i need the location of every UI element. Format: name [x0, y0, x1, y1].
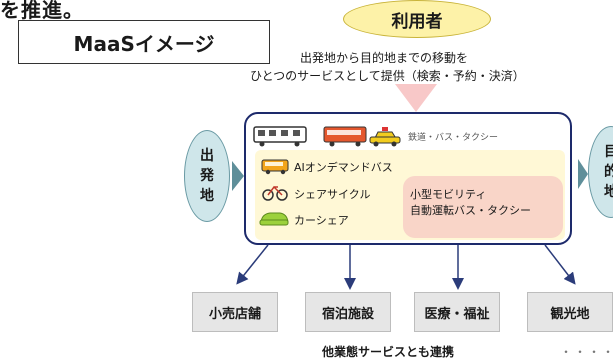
arrow-retail — [236, 244, 269, 285]
user-label: 利用者 — [391, 11, 443, 32]
share-cycle-label: シェアサイクル — [294, 188, 371, 201]
service-retail-label: 小売店舗 — [208, 306, 261, 322]
description-line-1: 出発地から目的地までの移動を — [300, 51, 469, 65]
service-tourism-label: 観光地 — [550, 306, 590, 322]
service-lodging-label: 宿泊施設 — [321, 306, 374, 322]
origin-ellipse: 出 発 地 — [184, 130, 230, 222]
service-medical-label: 医療・福祉 — [424, 306, 490, 322]
service-lodging: 宿泊施設 — [305, 292, 391, 332]
taxi-icon — [369, 127, 401, 147]
car-share-icon — [259, 212, 289, 226]
service-tourism: 観光地 — [527, 292, 613, 332]
destination-char-3: 地 — [604, 184, 613, 200]
car-share-label: カーシェア — [294, 214, 349, 227]
bus-icon — [323, 126, 367, 147]
autonomous-label: 自動運転バス・タクシー — [410, 204, 531, 217]
service-retail: 小売店舗 — [192, 292, 278, 332]
train-icon — [253, 126, 307, 147]
service-medical: 医療・福祉 — [414, 292, 500, 332]
bicycle-icon — [262, 185, 288, 201]
small-mobility-label: 小型モビリティ — [410, 188, 487, 201]
ai-bus-label: AIオンデマンドバス — [294, 161, 393, 174]
arrow-tourism — [544, 244, 576, 285]
top-text-fragment: を推進。 — [0, 0, 84, 22]
destination-char-2: 的 — [604, 164, 613, 180]
destination-char-1: 目 — [604, 144, 613, 160]
ellipsis: ・・・・ — [560, 345, 613, 359]
small-mobility-area — [403, 176, 563, 238]
diagram-title-box: MaaSイメージ — [18, 20, 270, 64]
origin-char-3: 地 — [200, 188, 214, 204]
rail-bus-taxi-label: 鉄道・バス・タクシー — [408, 133, 499, 143]
origin-char-1: 出 — [200, 148, 214, 164]
minibus-icon — [261, 159, 289, 175]
user-ellipse: 利用者 — [343, 0, 491, 38]
transport-icons — [253, 126, 401, 147]
diagram-title: MaaSイメージ — [73, 31, 215, 56]
destination-arrow — [578, 159, 588, 189]
description-line-2: ひとつのサービスとして提供（検索・予約・決済） — [250, 69, 525, 83]
collaboration-note: 他業態サービスとも連携 — [322, 345, 455, 359]
origin-char-2: 発 — [200, 168, 214, 184]
